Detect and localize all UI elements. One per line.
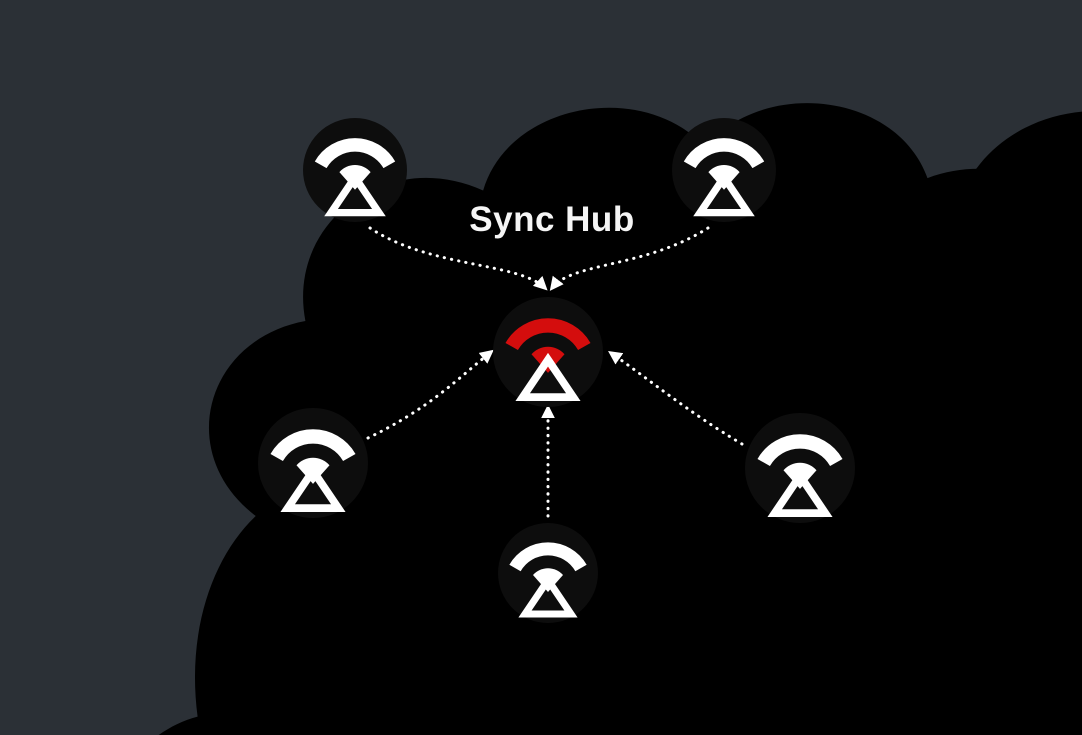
peer-node-right-icon (745, 413, 855, 523)
arrow-right-to-hub (608, 350, 744, 446)
peer-node-top-left-icon (303, 118, 407, 222)
arrow-mid-left-to-hub (366, 349, 494, 440)
arrow-top-right-to-hub (549, 226, 710, 291)
sync-arrows (366, 226, 744, 518)
hub-node-icon (493, 297, 603, 407)
peer-node-bottom-center-icon (498, 523, 598, 623)
peer-node-top-right-icon (672, 118, 776, 222)
page-title: Sync Hub (469, 200, 635, 239)
peer-node-mid-left-icon (258, 408, 368, 518)
